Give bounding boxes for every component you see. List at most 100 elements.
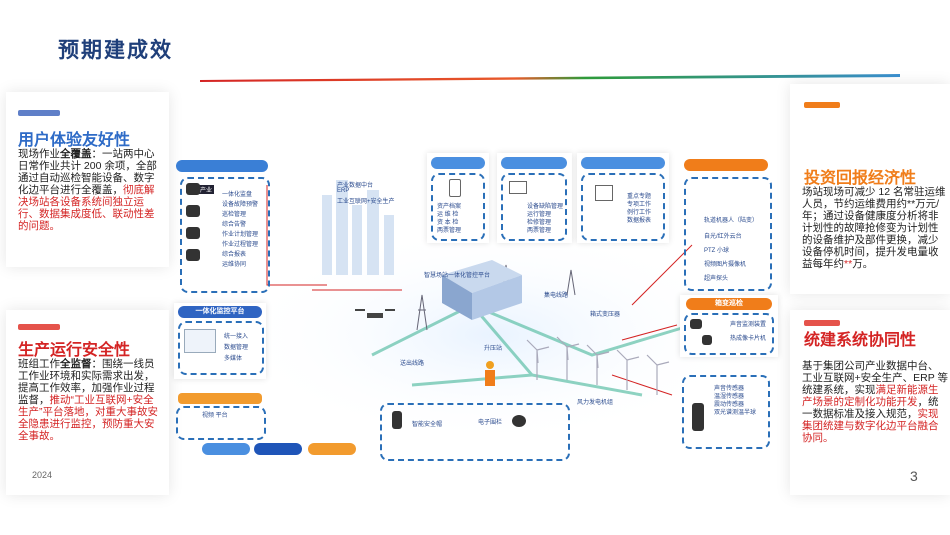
card-accent-bar [804,320,840,326]
architecture-diagram: 产业数据中台 ERP 工业互联网+安全生产 智慧场站一体化管控平台 集电线路 箱… [172,125,787,465]
panel5-frame: 重点专题 专项工作 例行工作 数据报表 [581,173,665,241]
card-heading: 投资回报经济性 [804,170,917,187]
panel1-frame: 产业 一体化监盘 设备故障预警 巡检管理 综合告警 作业计划管理 作业过程管理 … [180,177,270,293]
panel5-pill [581,157,665,169]
card-heading: 统建系统协同性 [804,332,917,349]
sensor-icon [692,403,704,431]
panel4-card: 设备缺陷管理 运行管理 检修管理 两票管理 [497,153,572,243]
card-system-synergy: 统建系统协同性 基于集团公司产业数据中台、工业互联网+安全生产、ERP 等统建系… [790,310,950,495]
list-item: 综合报表 [222,252,247,258]
title-stripe [200,74,900,82]
card-body: 场站现场可减少 12 名常驻运维人员，节约运维费用约**万元/年；通过设备健康度… [802,186,946,270]
legend-pill-blue-light [202,443,250,455]
label-smart-station: 智慧场站一体化管控平台 [424,273,491,279]
label-erp: ERP [337,188,350,194]
card-accent-bar [804,102,840,108]
list-item: 专项工作 [627,202,652,208]
list-item: 超声探头 [704,276,729,282]
panel7-title: 箱变巡检 [715,300,743,307]
scene-illustration [232,180,752,445]
list-item: 巡检管理 [222,212,247,218]
panel7-pill: 箱变巡检 [686,298,772,310]
list-item: 双光谱测温半球 [714,410,757,416]
label-substation: 升压站 [484,346,503,352]
card-accent-bar [18,324,60,330]
panel10-frame: 视频 平台 [176,406,266,440]
panel6-pill [684,159,768,171]
list-item: 自光/红外云台 [704,234,742,240]
list-item: 声音传感器 [714,386,745,392]
list-item: 作业过程管理 [222,242,259,248]
panel2-title-pill: 一体化监控平台 [178,306,262,318]
card-body: 现场作业全覆盖：一站两中心日常作业共计 200 余项，全部通过自动巡检智能设备、… [18,148,157,232]
list-item: 两票管理 [437,228,462,234]
list-item: 温湿传感器 [714,394,745,400]
panel4-pill [501,157,567,169]
panel7-card: 箱变巡检 声音监测装置 热成像卡片机 [680,295,778,357]
label-transmission: 送出线路 [400,361,425,367]
phone-icon [449,179,461,197]
list-item: 一体化监盘 [222,192,253,198]
panel2-screen [184,329,216,353]
card-user-experience: 用户体验友好性 现场作业全覆盖：一站两中心日常作业共计 200 余项，全部通过自… [6,92,169,267]
label-collector-line: 集电线路 [544,293,569,299]
list-item: 视频图片摄像机 [704,262,747,268]
card-body: 班组工作全监督：围绕一线员工作业环境和实际需求出发，提高工作效率，加强作业过程监… [18,358,158,442]
label-industrial-internet: 工业互联网+安全生产 [337,199,395,205]
label-data-platform: 产业数据中台 [337,183,374,189]
year-label: 2024 [32,470,53,480]
monitor-icon [509,181,527,194]
panel10-label: 视频 平台 [202,413,228,419]
panel1-thumbs [186,183,200,283]
panel4-frame: 设备缺陷管理 运行管理 检修管理 两票管理 [501,173,567,241]
panel6-list: 轨道机器人（陆变） 自光/红外云台 PTZ 小球 视频图片摄像机 超声探头 [704,215,758,287]
list-item: 运维协同 [222,262,247,268]
list-item: 作业计划管理 [222,232,259,238]
list-item: 检修管理 [527,220,552,226]
panel5-list: 重点专题 专项工作 例行工作 数据报表 [627,191,652,224]
legend-pill-blue [254,443,302,455]
camera-dome-icon [512,415,526,427]
list-item: 震动传感器 [714,402,745,408]
panel10-pill [178,393,262,404]
list-item: 资 本 检 [437,220,459,226]
list-item: 综合告警 [222,222,247,228]
card-accent-bar [18,110,60,116]
list-item: 设备故障预警 [222,202,259,208]
panel6-frame: 轨道机器人（陆变） 自光/红外云台 PTZ 小球 视频图片摄像机 超声探头 [684,177,772,291]
page-title: 预期建成效 [58,38,173,62]
helmet-icon [392,411,402,429]
thermal-device-icon [702,335,712,345]
panel3-pill [431,157,485,169]
list-item: 统一接入 [224,334,249,340]
panel2-frame: 统一接入 数据管理 多媒体 [178,321,264,375]
panel3-frame: 资产档案 运 维 检 资 本 检 两票管理 [431,173,485,241]
card-production-safety: 生产运行安全性 班组工作全监督：围绕一线员工作业环境和实际需求出发，提高工作效率… [6,310,169,495]
panel3-list: 资产档案 运 维 检 资 本 检 两票管理 [437,201,462,234]
list-item: 运行管理 [527,212,552,218]
list-item: 例行工作 [627,210,652,216]
list-item: 运 维 检 [437,212,459,218]
list-item: 资产档案 [437,204,462,210]
sound-device-icon [690,319,702,329]
list-item: 两票管理 [527,228,552,234]
panel1-list: 一体化监盘 设备故障预警 巡检管理 综合告警 作业计划管理 作业过程管理 综合报… [222,189,258,269]
legend-pill-orange [308,443,356,455]
list-item: PTZ 小球 [704,248,729,254]
page-number: 3 [910,468,918,484]
panel7-frame: 声音监测装置 热成像卡片机 [684,313,774,355]
label-box-transformer: 箱式变压器 [590,312,621,318]
panel4-list: 设备缺陷管理 运行管理 检修管理 两票管理 [527,201,563,234]
list-item: 多媒体 [224,356,243,362]
panel2-card: 一体化监控平台 统一接入 数据管理 多媒体 [174,303,266,379]
card-heading: 生产运行安全性 [18,342,131,359]
panel5-card: 重点专题 专项工作 例行工作 数据报表 [577,153,669,243]
panel9-frame: 智能安全帽 电子围栏 [380,403,570,461]
list-item: 数据报表 [627,218,652,224]
panel8-frame: 声音传感器 温湿传感器 震动传感器 双光谱测温半球 [682,375,770,449]
panel2-title: 一体化监控平台 [195,308,245,315]
list-item: 重点专题 [627,194,652,200]
list-item: 数据管理 [224,345,249,351]
label-wind-turbines: 风力发电机组 [577,400,614,406]
list-item: 声音监测装置 [730,322,767,328]
